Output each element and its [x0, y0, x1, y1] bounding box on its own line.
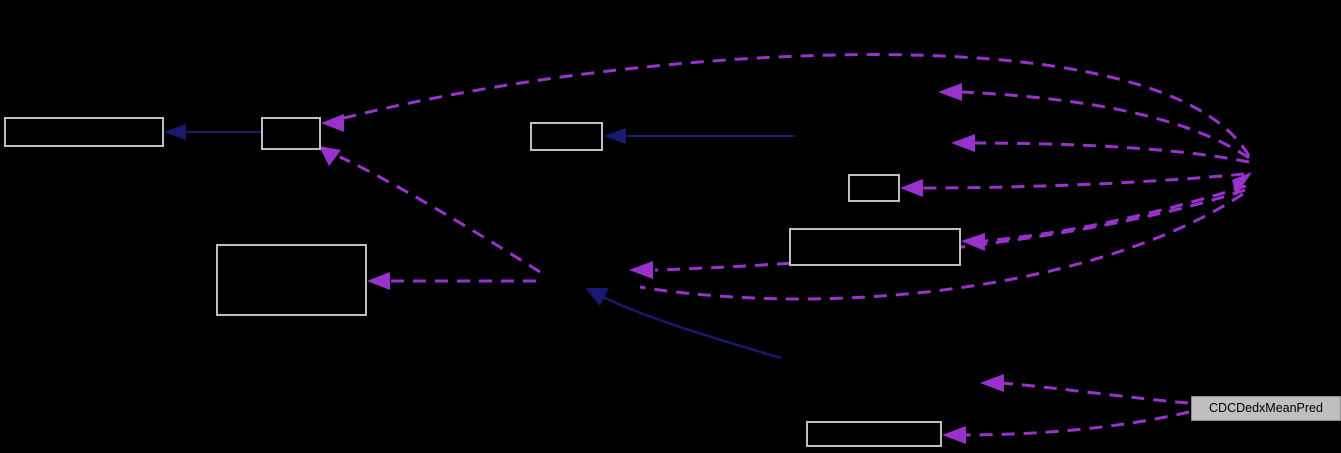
dashed-edge-hub-mid-left	[654, 188, 1246, 272]
solid-edge-group	[164, 124, 795, 360]
graph-node-cdcdedxmeanpred-label: CDCDedxMeanPred	[1209, 401, 1323, 416]
arrowhead-hub	[1232, 172, 1252, 196]
graph-node-4[interactable]	[848, 174, 900, 202]
arrowhead-node2-bottom	[319, 146, 341, 166]
arrowhead-upper-2	[951, 134, 975, 152]
dashed-edge-hub-node5	[984, 184, 1247, 243]
arrowhead-solid-node1	[164, 124, 186, 140]
graph-node-6[interactable]	[216, 244, 367, 316]
dashed-edge-hub-node2-top	[339, 53, 1251, 157]
arrowhead-node6	[367, 272, 390, 290]
dashed-edge-node8-node7	[961, 410, 1190, 437]
dashed-edge-node8-upper	[1001, 381, 1189, 405]
graph-node-5[interactable]	[789, 228, 961, 266]
dashed-edge-hub-node2-bottom	[339, 155, 541, 274]
graph-node-1[interactable]	[4, 117, 164, 147]
dashed-edge-group	[339, 53, 1251, 437]
graph-node-2[interactable]	[261, 117, 321, 150]
arrowhead-node5	[961, 233, 985, 251]
arrowhead-upper-1	[938, 83, 962, 101]
arrowhead-node4	[900, 179, 923, 197]
arrowhead-solid-curved	[585, 288, 609, 306]
graph-node-3[interactable]	[530, 122, 603, 151]
arrowhead-node2-top	[321, 114, 344, 132]
dashed-edge-hub-upper1	[961, 90, 1250, 160]
arrowhead-node7	[942, 426, 966, 444]
dashed-arrowheads	[319, 83, 1252, 444]
graph-node-7[interactable]	[806, 421, 942, 447]
dashed-edge-hub-upper2	[974, 141, 1250, 164]
arrowhead-mid-left	[629, 261, 653, 279]
arrowhead-bottom-upper	[980, 374, 1004, 392]
graph-node-cdcdedxmeanpred[interactable]: CDCDedxMeanPred	[1191, 396, 1341, 421]
arrowhead-solid-node3	[604, 128, 626, 144]
solid-edge-curved-hub	[600, 294, 782, 360]
dashed-edge-hub-node4	[919, 172, 1245, 190]
